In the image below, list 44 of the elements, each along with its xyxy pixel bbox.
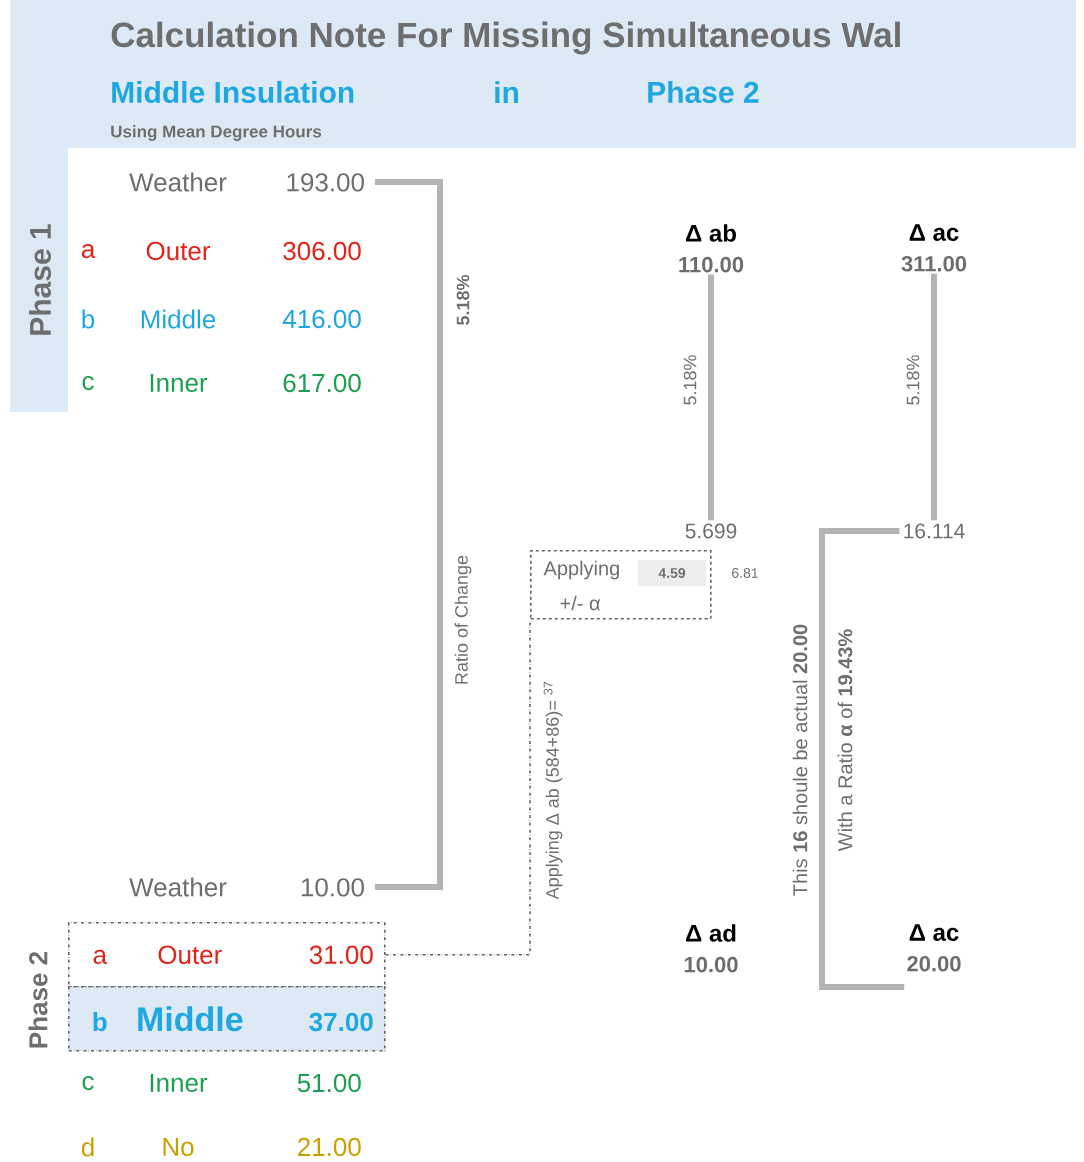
edge-label: This 16 shoule be actual 20.00 <box>792 624 808 896</box>
row-name: Inner <box>150 373 208 393</box>
subtitle: in <box>495 81 518 103</box>
row-value: 21.00 <box>298 1137 361 1157</box>
row-value: 306.00 <box>283 241 361 261</box>
line-label: Ratio of Change <box>454 555 472 684</box>
value-label: Δ ab 110.00 <box>679 224 744 273</box>
note-text: Using Mean Degree Hours <box>111 125 322 141</box>
weather-row: Weather 10.00 <box>129 877 364 897</box>
connector-line <box>819 528 905 990</box>
value-label: Δ ac 311.00 <box>901 224 967 272</box>
row-letter: d <box>81 1137 94 1157</box>
subtitle: Phase 2 <box>648 81 759 104</box>
edge-label: 5.18% <box>456 274 470 325</box>
weather-row: Weather 193.00 <box>129 172 364 192</box>
value-label: Δ ac 20.00 <box>907 924 961 972</box>
row-letter: c <box>82 375 94 391</box>
edge-label: 5.18% <box>683 355 697 405</box>
line-label: With a Ratio α of 19.43% <box>837 629 853 852</box>
connector-line <box>375 179 443 890</box>
dashed-box: Applying 4.59 +/- α <box>530 550 712 620</box>
row-value: 416.00 <box>282 309 361 329</box>
value-label: Δ ad 10.00 <box>684 924 738 973</box>
row-name: Middle <box>141 309 216 329</box>
value-label: 5.699 <box>685 523 737 539</box>
row-name: No <box>163 1137 194 1157</box>
row-name: Outer <box>146 241 211 261</box>
phase-label: Phase 2 <box>28 951 48 1048</box>
row-letter: c <box>82 1075 94 1091</box>
value-label: 16.114 <box>904 523 965 539</box>
connector-line <box>384 618 531 956</box>
row-box: a Outer 31.00 <box>68 922 386 988</box>
row-value: 617.00 <box>283 373 361 393</box>
title: Calculation Note For Missing Simultaneous Wal <box>111 21 900 55</box>
side-note: 6.81 <box>732 568 758 578</box>
edge-label: 5.18% <box>906 355 920 405</box>
subtitle: Middle Insulation <box>112 81 354 104</box>
row-box: b Middle 37.00 <box>68 986 386 1052</box>
connector-line <box>931 273 937 521</box>
edge-label: Applying Δ ab (584+86)= $^{37}$ <box>543 681 563 900</box>
connector-line <box>708 274 714 521</box>
phase-label: Phase 1 <box>29 224 51 335</box>
row-letter: a <box>81 243 96 259</box>
row-letter: b <box>82 309 95 329</box>
